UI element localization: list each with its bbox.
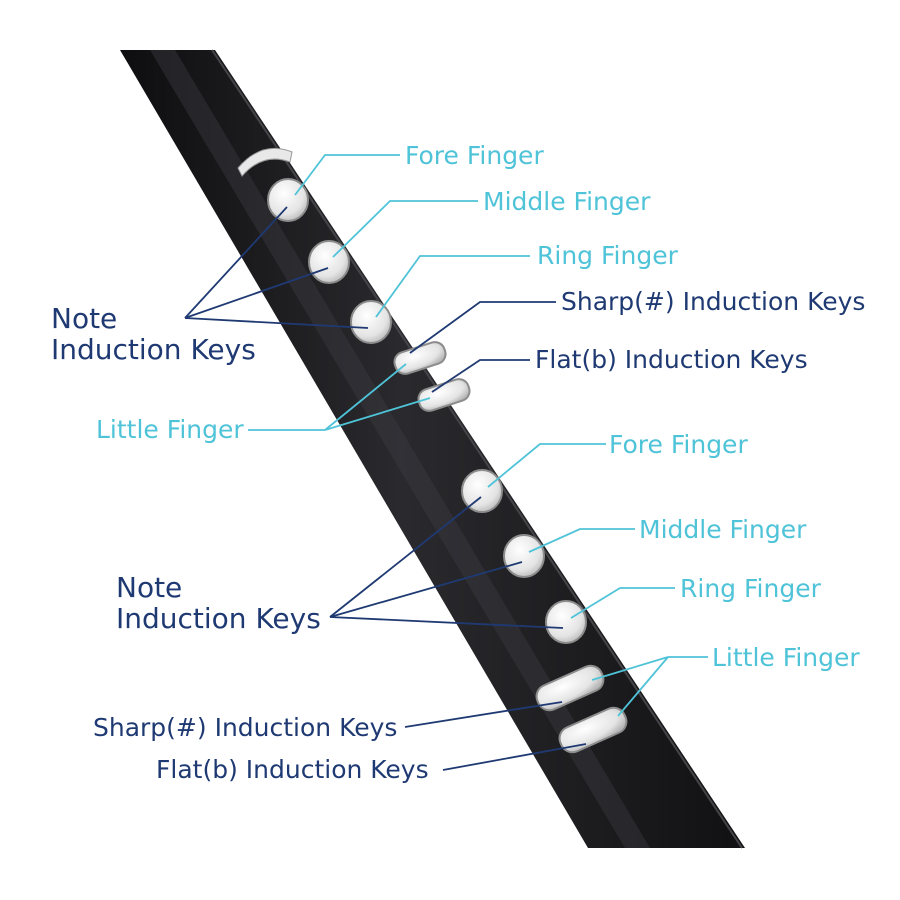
leader-top-sharp	[409, 301, 556, 354]
leader-top-little-b	[324, 363, 407, 431]
leader-bottom-note-a	[329, 496, 482, 618]
leader-top-middle	[332, 200, 478, 258]
key-flat-top	[417, 378, 471, 412]
leader-top-little-c	[324, 397, 431, 431]
label-top-note-keys: Note Induction Keys	[51, 303, 256, 365]
leader-bottom-fore	[487, 443, 606, 488]
label-top-flat-keys: Flat(b) Induction Keys	[535, 345, 808, 374]
label-bottom-note-line2: Induction Keys	[116, 602, 321, 635]
leader-top-note-c	[184, 317, 369, 329]
label-bottom-flat-keys: Flat(b) Induction Keys	[156, 755, 429, 784]
label-bottom-little-finger: Little Finger	[712, 643, 860, 672]
key-ring-finger-bottom	[545, 600, 587, 644]
leader-top-fore	[294, 154, 400, 196]
leader-top-flat	[431, 359, 530, 393]
key-sharp-bottom	[535, 664, 605, 712]
key-leader-lines	[184, 206, 587, 771]
label-bottom-ring-finger: Ring Finger	[680, 574, 821, 603]
key-flat-bottom	[558, 706, 628, 754]
label-top-note-line2: Induction Keys	[51, 333, 256, 366]
label-top-ring-finger: Ring Finger	[537, 241, 678, 270]
leader-bottom-flat	[442, 743, 587, 771]
leader-bottom-ring	[570, 587, 675, 619]
leader-top-note-a	[184, 206, 288, 319]
label-top-little-finger: Little Finger	[96, 415, 244, 444]
label-top-fore-finger: Fore Finger	[405, 141, 544, 170]
label-top-sharp-keys: Sharp(#) Induction Keys	[561, 287, 866, 316]
label-bottom-note-keys: Note Induction Keys	[116, 572, 321, 634]
label-bottom-note-line1: Note	[116, 571, 183, 604]
label-top-middle-finger: Middle Finger	[483, 187, 651, 216]
key-fore-finger-top	[267, 178, 309, 222]
leader-top-ring	[375, 255, 530, 318]
leader-bottom-sharp	[404, 701, 563, 728]
leader-bottom-little-c	[617, 656, 669, 717]
key-fore-finger-bottom	[461, 469, 503, 513]
label-bottom-middle-finger: Middle Finger	[639, 515, 807, 544]
leader-bottom-middle	[528, 528, 635, 553]
leader-bottom-note-b	[329, 561, 523, 618]
label-bottom-fore-finger: Fore Finger	[609, 430, 748, 459]
leader-top-note-b	[184, 267, 329, 319]
leader-bottom-note-c	[329, 616, 564, 629]
instrument-highlight	[150, 50, 650, 848]
key-middle-finger-bottom	[503, 534, 545, 578]
label-bottom-sharp-keys: Sharp(#) Induction Keys	[93, 713, 398, 742]
end-ring	[237, 147, 293, 177]
label-top-note-line1: Note	[51, 302, 118, 335]
finger-leader-lines	[248, 154, 708, 717]
key-ring-finger-top	[350, 300, 392, 344]
leader-bottom-little-b	[591, 656, 669, 681]
instrument-body	[120, 50, 745, 848]
